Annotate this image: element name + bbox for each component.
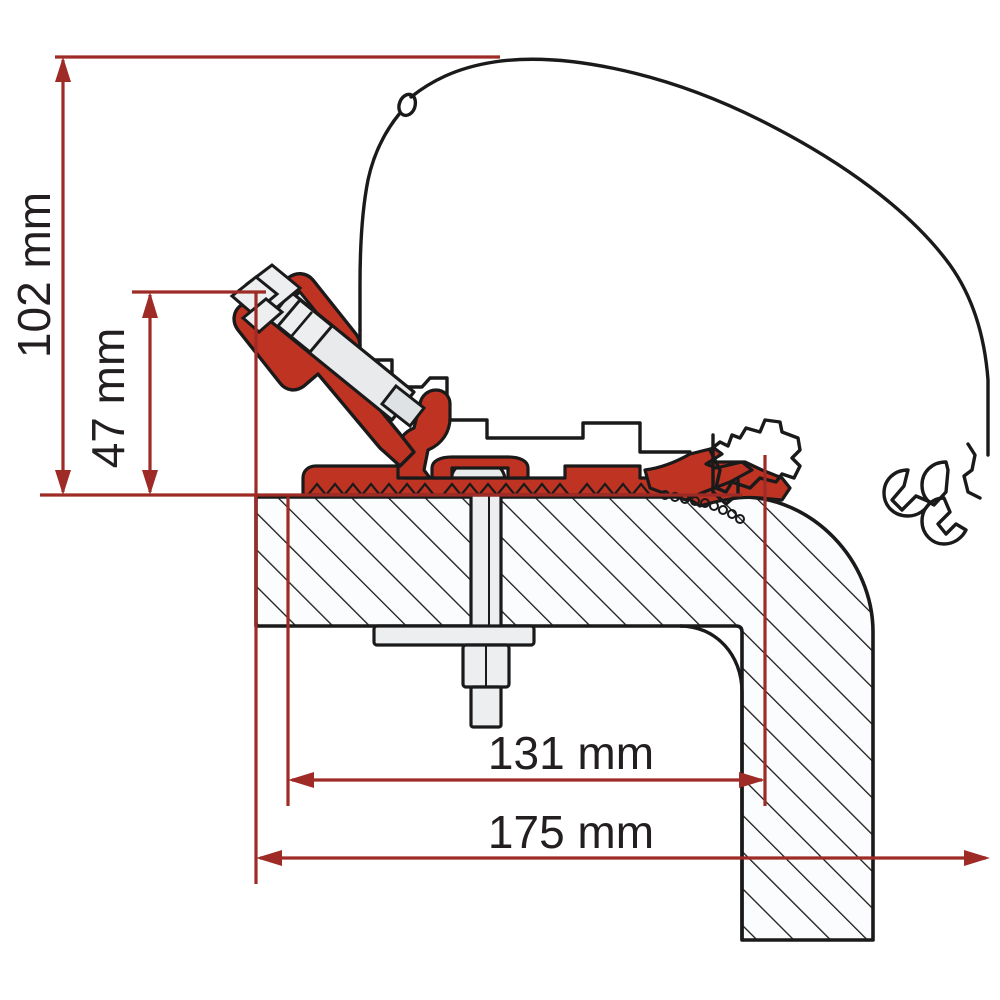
bracket-bead-seal	[660, 490, 745, 524]
dim-label-131: 131 mm	[488, 727, 654, 779]
dim-arrow-175-left	[256, 850, 282, 866]
clamp-bolt	[229, 263, 427, 429]
dim-arrow-47-bottom	[142, 470, 158, 495]
dim-label-102: 102 mm	[8, 192, 60, 358]
through-bolt	[372, 458, 536, 729]
dimension-lines	[40, 55, 990, 884]
roof-panel-inner-radius	[679, 624, 744, 940]
dim-label-175: 175 mm	[488, 806, 654, 858]
edge-seal	[882, 442, 982, 546]
vehicle-roof-outline	[358, 57, 990, 457]
dim-arrow-47-top	[142, 292, 158, 318]
dim-arrow-102-top	[55, 57, 71, 82]
dim-arrow-131-right	[739, 772, 765, 788]
dim-arrow-175-right	[964, 850, 990, 866]
dim-arrow-102-bottom	[55, 470, 71, 495]
bracket-bolt-cover	[430, 455, 530, 480]
dim-label-47: 47 mm	[82, 328, 134, 469]
dimension-labels: 102 mm 47 mm 131 mm 175 mm	[8, 192, 654, 858]
dim-arrow-131-left	[288, 772, 314, 788]
roof-rail-profile	[708, 418, 802, 506]
roof-panel	[254, 495, 875, 942]
